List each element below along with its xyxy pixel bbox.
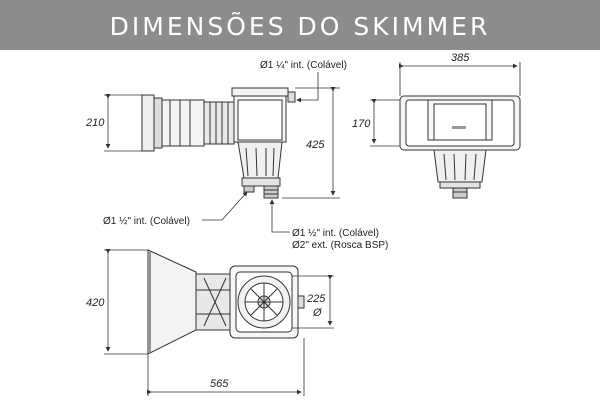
dimension-385	[399, 62, 521, 96]
top-view	[147, 249, 305, 355]
callout-bottom-leader	[269, 199, 290, 233]
dimension-385-label: 385	[451, 52, 470, 64]
callout-bottom-connection-2: Ø2" ext. (Rosca BSP)	[292, 240, 388, 251]
side-view	[141, 87, 296, 199]
dimension-565-label: 565	[210, 378, 229, 390]
page-title: DIMENSÕES DO SKIMMER	[109, 12, 491, 41]
dimension-225-label: 225	[306, 293, 326, 305]
callout-side-leader	[202, 191, 248, 221]
dimension-420	[104, 249, 148, 355]
callout-top-leader	[296, 72, 319, 103]
dimension-420-label: 420	[86, 297, 105, 309]
dimension-425-label: 425	[306, 139, 325, 151]
diameter-symbol: Ø	[312, 307, 323, 319]
front-view	[399, 95, 521, 199]
dimension-210	[104, 94, 142, 152]
dimension-170-label: 170	[352, 118, 371, 130]
dimension-210-label: 210	[85, 117, 105, 129]
title-bar: DIMENSÕES DO SKIMMER	[0, 0, 600, 50]
callout-top-connection: Ø1 ¼" int. (Colável)	[260, 59, 347, 71]
dimension-170	[370, 99, 400, 147]
dimension-425	[282, 87, 340, 199]
callout-side-connection: Ø1 ½" int. (Colável)	[103, 216, 190, 227]
callout-bottom-connection-1: Ø1 ½" int. (Colável)	[292, 228, 379, 239]
dimension-225	[292, 275, 334, 329]
dimension-565	[147, 338, 305, 396]
